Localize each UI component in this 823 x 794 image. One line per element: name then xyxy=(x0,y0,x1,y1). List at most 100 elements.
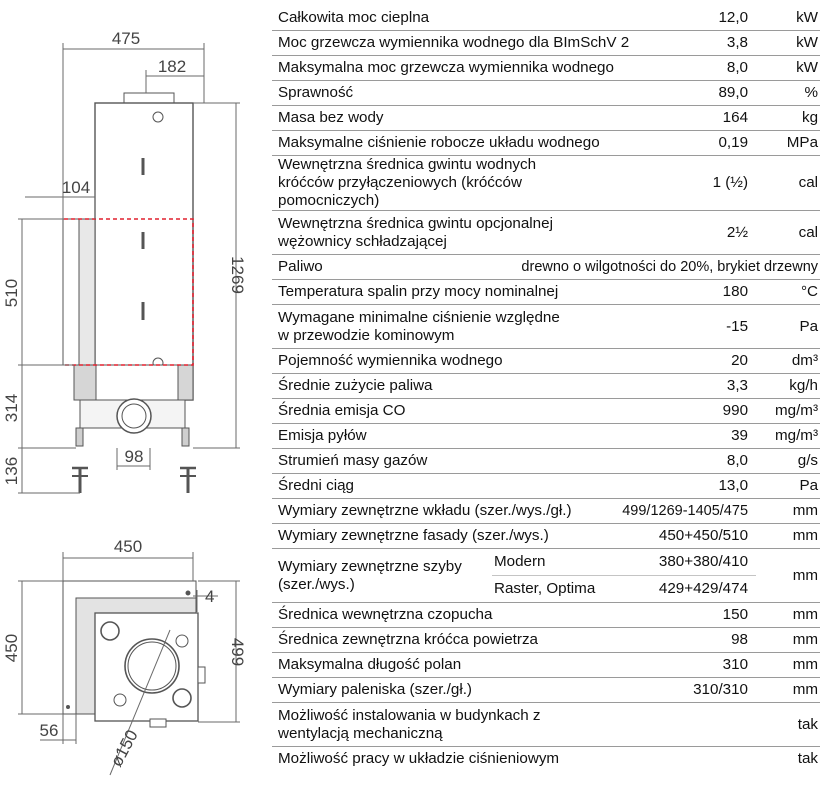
top-bottom-tab xyxy=(149,718,167,728)
flue-opening-inner xyxy=(127,641,177,691)
spec-label: Pojemność wymiennika wodnego xyxy=(272,348,589,374)
spec-row: Możliwość instalowania w budynkach z wen… xyxy=(272,702,821,747)
dim-height-feet: 136 xyxy=(2,457,21,485)
leg-left xyxy=(75,427,84,447)
technical-drawing: 475 182 104 510 314 136 1269 98 xyxy=(2,29,247,776)
body-outline xyxy=(94,102,194,401)
spec-unit: mm xyxy=(756,602,821,628)
spec-value: 8,0 xyxy=(588,55,757,81)
spec-value: 39 xyxy=(588,423,757,449)
flue-collar xyxy=(123,92,175,104)
spec-label: Temperatura spalin przy mocy nominalnej xyxy=(272,279,589,305)
spec-label: Maksymalna długość polan xyxy=(272,652,589,678)
dim-top-offset-left: 56 xyxy=(40,721,59,740)
spec-value: drewno o wilgotności do 20%, brykiet drz… xyxy=(492,254,821,280)
hole-top-left xyxy=(100,621,120,641)
spec-unit: mm xyxy=(756,652,821,678)
spec-value: 98 xyxy=(588,627,757,653)
spec-unit: tak xyxy=(756,702,821,747)
spec-row: Maksymalna moc grzewcza wymiennika wodne… xyxy=(272,55,821,81)
spec-label: Wewnętrzna średnica gwintu opcjonalnej w… xyxy=(272,210,589,255)
hole-bottom-right xyxy=(172,688,192,708)
dim-flue-outlet: 98 xyxy=(125,447,144,466)
front-view xyxy=(62,92,196,493)
spec-value: 89,0 xyxy=(588,80,757,106)
spec-label: Emisja pyłów xyxy=(272,423,589,449)
spec-value: -15 xyxy=(588,304,757,349)
spec-label: Paliwo xyxy=(272,254,492,280)
glass-variant-name: Modern xyxy=(492,548,589,576)
dim-flue-diameter: ø150 xyxy=(107,727,142,770)
spec-label: Średnie zużycie paliwa xyxy=(272,373,589,399)
spec-label: Sprawność xyxy=(272,80,589,106)
spec-label: Możliwość pracy w układzie ciśnieniowym xyxy=(278,750,560,767)
spec-label: Wymiary zewnętrzne fasady (szer./wys.) xyxy=(272,523,589,549)
small-dot-top xyxy=(185,590,191,596)
spec-row: Wewnętrzna średnica gwintu opcjonalnej w… xyxy=(272,210,821,255)
spec-row: Moc grzewcza wymiennika wodnego dla BImS… xyxy=(272,30,821,56)
spec-row: Wymiary zewnętrzne wkładu (szer./wys./gł… xyxy=(272,498,821,524)
spec-label: Całkowita moc cieplna xyxy=(272,6,589,31)
air-inlet-inner xyxy=(121,403,147,429)
spec-label: Wymiary zewnętrzne wkładu (szer./wys./gł… xyxy=(272,498,589,524)
spec-unit: % xyxy=(756,80,821,106)
spec-value: 3,8 xyxy=(588,30,757,56)
dim-top-depth-total: 499 xyxy=(228,638,247,666)
spec-row: Maksymalne ciśnienie robocze układu wodn… xyxy=(272,130,821,156)
spec-unit: tak xyxy=(797,750,819,767)
spec-value: 499/1269-1405/475 xyxy=(588,498,757,524)
glass-variant-name: Raster, Optima xyxy=(492,575,595,603)
spec-unit: mm xyxy=(756,498,821,524)
spec-label: Maksymalne ciśnienie robocze układu wodn… xyxy=(272,130,600,156)
dim-depth-side: 104 xyxy=(62,178,90,197)
dim-width-top: 182 xyxy=(158,57,186,76)
spec-label: Masa bez wody xyxy=(272,105,589,131)
spec-unit: kW xyxy=(756,30,821,56)
dim-height-total: 1269 xyxy=(228,256,247,294)
spec-unit: mm xyxy=(756,677,821,703)
spec-value: 310/310 xyxy=(588,677,757,703)
spec-value: 12,0 xyxy=(588,6,757,31)
spec-unit: cal xyxy=(756,210,821,255)
spec-value: 164 xyxy=(588,105,757,131)
spec-unit: dm³ xyxy=(756,348,821,374)
top-bolt xyxy=(152,111,164,123)
spec-unit: mm xyxy=(756,627,821,653)
spec-unit: Pa xyxy=(756,473,821,499)
firebox-dashed-outline xyxy=(64,218,194,366)
spec-row: Wymagane minimalne ciśnienie względne w … xyxy=(272,304,821,349)
spec-unit: g/s xyxy=(756,448,821,474)
housing-right-block xyxy=(177,364,194,401)
spec-unit: MPa xyxy=(756,130,821,156)
dim-top-depth: 450 xyxy=(2,634,21,662)
dim-height-lower: 314 xyxy=(2,394,21,422)
small-dot-bottom xyxy=(66,705,70,709)
spec-unit: mg/m³ xyxy=(756,423,821,449)
spec-unit: Pa xyxy=(756,304,821,349)
spec-value: 3,3 xyxy=(588,373,757,399)
hole-top-right xyxy=(175,634,189,648)
top-view xyxy=(62,580,206,728)
spec-unit: cal xyxy=(756,155,821,211)
spec-value: 20 xyxy=(588,348,757,374)
spec-unit: kW xyxy=(756,55,821,81)
spec-label: Wymagane minimalne ciśnienie względne w … xyxy=(272,304,589,349)
leg-right xyxy=(181,427,190,447)
spec-value: 990 xyxy=(588,398,757,424)
spec-label: Średnica wewnętrzna czopucha xyxy=(272,602,589,628)
spec-row: Możliwość pracy w układzie ciśnieniowym t… xyxy=(272,747,820,772)
spec-label: Wewnętrzna średnica gwintu wodnych króćc… xyxy=(272,155,589,211)
glass-variant-value: 380+380/410 xyxy=(588,548,757,576)
